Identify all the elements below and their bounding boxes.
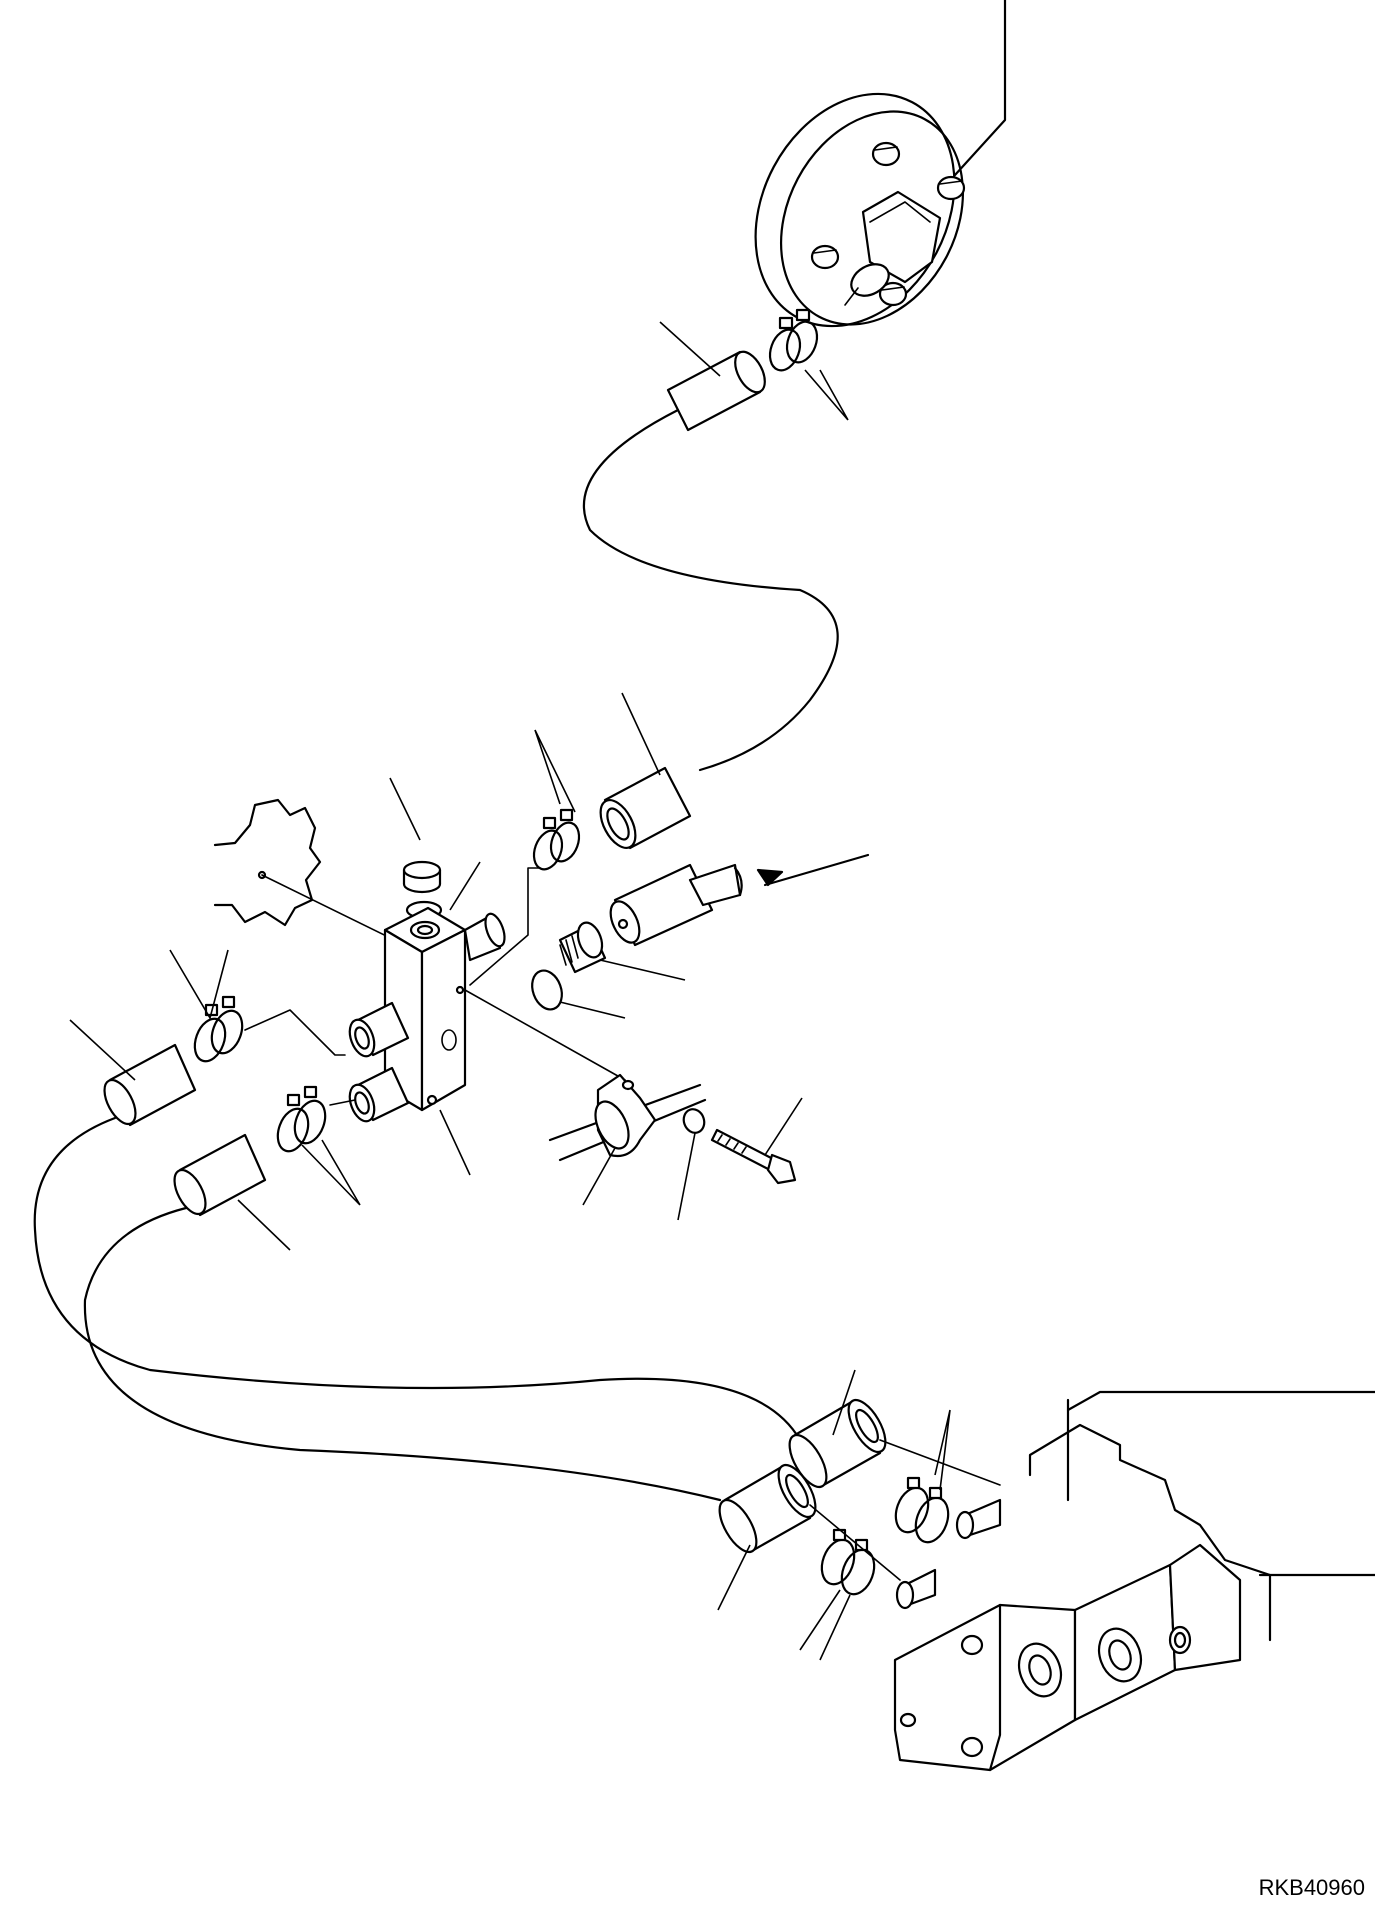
elbow-nipple: [850, 263, 890, 297]
adapter-fitting: [558, 921, 607, 974]
leader-line: [449, 861, 481, 911]
upper-hose: [582, 350, 839, 772]
leader-line: [237, 1199, 291, 1251]
flange-bolt: [871, 141, 901, 167]
o-ring: [531, 969, 563, 1011]
plug: [402, 860, 442, 894]
leader-line: [764, 1097, 803, 1156]
lower-hose-upper: [788, 1398, 887, 1489]
leader-line: [69, 1019, 136, 1081]
flange-bolt: [810, 244, 840, 270]
leader-line: [301, 1139, 361, 1206]
left-upper-clamp-pair: [193, 995, 244, 1063]
mid-hose: [599, 766, 692, 850]
bolt: [710, 1128, 797, 1185]
mid-clamp-pair: [532, 808, 581, 871]
flange-bolt: [936, 175, 966, 201]
left-upper-hose: [33, 1043, 802, 1442]
leader-line: [659, 321, 721, 377]
leader-line: [559, 1001, 626, 1019]
manifold-block: [348, 906, 506, 1123]
upper-clamp-pair: [768, 308, 819, 372]
leader-line: [439, 1109, 471, 1176]
frame-reference: [213, 798, 322, 927]
leader-line: [717, 1544, 751, 1611]
leader-line: [677, 1132, 696, 1221]
lower-hose-lower: [718, 1463, 817, 1554]
gear-pump: [893, 1390, 1375, 1772]
leader-line: [534, 729, 576, 813]
leader-line: [582, 1147, 616, 1206]
top-flange: [754, 0, 1007, 328]
lower-right-lower-clamp-pair: [820, 1528, 876, 1596]
flange-bolt: [878, 281, 908, 307]
leader-line: [599, 959, 686, 981]
washer: [682, 1108, 706, 1134]
leader-line: [832, 1369, 856, 1436]
leader-line: [169, 949, 229, 1021]
leader-line: [934, 1409, 951, 1491]
drawing-code: RKB40960: [1259, 1875, 1365, 1900]
left-lower-clamp-pair: [276, 1085, 327, 1153]
pressure-sensor: [609, 863, 743, 947]
leader-line: [389, 777, 421, 841]
leader-line: [804, 369, 849, 421]
hose-clip: [548, 1073, 707, 1162]
leader-line: [799, 1589, 851, 1661]
leader-line: [621, 692, 661, 776]
lower-right-upper-clamp-pair: [894, 1476, 950, 1544]
left-lower-hose: [83, 1133, 722, 1502]
